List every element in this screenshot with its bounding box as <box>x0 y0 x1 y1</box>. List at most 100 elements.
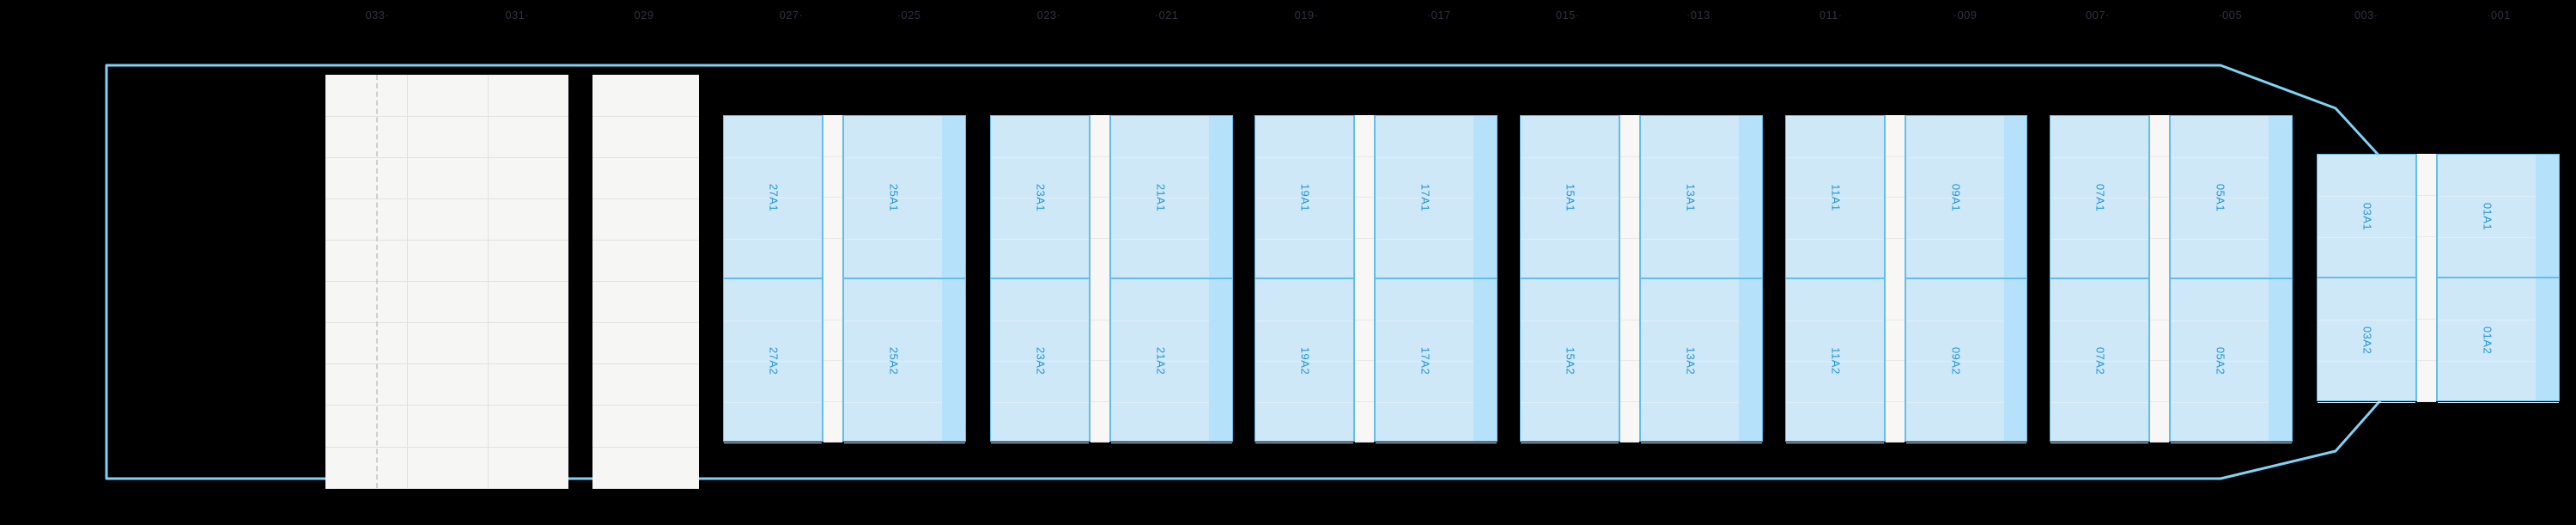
outboard-row-strip <box>2003 116 2027 278</box>
container-slot-row <box>1110 402 1232 444</box>
container-block-right-a1[interactable]: 21A1 <box>1109 115 1233 281</box>
container-slot-row <box>990 320 1089 363</box>
container-block-left-a2[interactable]: 15A2 <box>1520 278 1619 444</box>
container-slot-row <box>990 279 1089 321</box>
container-label: 13A2 <box>1684 347 1698 375</box>
container-block-left-a1[interactable]: 03A1 <box>2316 154 2416 280</box>
container-block-right-a2[interactable]: 17A2 <box>1375 278 1498 444</box>
container-block-left-a2[interactable]: 07A2 <box>2050 278 2150 444</box>
hatch-gap-row <box>823 320 843 362</box>
hatch-gap-row <box>2150 156 2170 198</box>
hatch-gap-row <box>1885 320 1905 362</box>
outboard-row-strip <box>2269 116 2292 278</box>
container-label: 25A2 <box>887 347 901 375</box>
container-block-left-a1[interactable]: 07A1 <box>2050 115 2150 281</box>
container-block-left-a1[interactable]: 11A1 <box>1784 115 1885 281</box>
container-slot-row <box>1785 279 1884 321</box>
empty-slot-column-divider <box>487 74 489 488</box>
container-block-left-a1[interactable]: 23A1 <box>989 115 1090 281</box>
hatch-gap-row <box>1355 197 1375 239</box>
container-slot-row <box>2050 361 2149 403</box>
empty-slot-row <box>325 240 569 283</box>
container-block-left-a2[interactable]: 19A2 <box>1255 278 1355 444</box>
hatch-gap <box>1884 115 1905 280</box>
container-block-right-a1[interactable]: 25A1 <box>843 115 966 281</box>
hatch-gap-row <box>1885 197 1905 239</box>
container-label: 09A1 <box>1949 183 1963 212</box>
container-block-right-a2[interactable]: 13A2 <box>1640 278 1763 444</box>
container-slot-row <box>2317 361 2415 404</box>
container-block-right-a1[interactable]: 01A1 <box>2436 154 2560 280</box>
empty-slot-row <box>325 322 569 365</box>
container-block-right-a2[interactable]: 25A2 <box>843 278 966 444</box>
container-slot-row <box>2050 157 2149 199</box>
container-label: 11A1 <box>1829 184 1843 211</box>
container-block-right-a1[interactable]: 13A1 <box>1640 115 1763 281</box>
hatch-gap-row <box>2150 360 2170 402</box>
container-block-right-a1[interactable]: 17A1 <box>1375 115 1498 281</box>
container-slot-row <box>2050 320 2149 363</box>
empty-slot-row <box>325 281 569 324</box>
container-block-left-a1[interactable]: 15A1 <box>1520 115 1619 281</box>
hatch-gap-row <box>2150 238 2170 280</box>
container-slot-row <box>1521 239 1619 281</box>
hatch-gap <box>823 278 844 443</box>
container-block-left-a2[interactable]: 03A2 <box>2316 278 2416 404</box>
hatch-gap <box>1354 278 1376 443</box>
container-label: 19A1 <box>1298 183 1312 212</box>
bay-tick-019: 019· <box>1294 9 1319 21</box>
container-slot-row <box>2171 361 2292 403</box>
container-slot-row <box>724 116 823 158</box>
container-slot-row <box>1905 116 2027 158</box>
hatch-gap-row <box>1355 156 1375 198</box>
container-label: 15A2 <box>1564 347 1577 375</box>
hold-block-033-031[interactable] <box>325 74 569 489</box>
container-block-right-a1[interactable]: 05A1 <box>2170 115 2293 281</box>
container-block-right-a2[interactable]: 21A2 <box>1109 278 1233 444</box>
container-block-left-a2[interactable]: 11A2 <box>1784 278 1885 444</box>
container-block-left-a1[interactable]: 19A1 <box>1255 115 1355 281</box>
container-block-left-a2[interactable]: 23A2 <box>989 278 1090 444</box>
outboard-row-strip <box>1738 116 1762 278</box>
centerline-marker <box>375 74 378 488</box>
hatch-gap-row <box>1619 156 1639 198</box>
container-block-right-a2[interactable]: 09A2 <box>1905 278 2028 444</box>
container-slot-row <box>2171 116 2292 158</box>
hold-block-029[interactable] <box>592 74 700 489</box>
container-slot-row <box>724 279 823 321</box>
container-block-left-a1[interactable]: 27A1 <box>723 115 823 281</box>
hatch-gap-row <box>2416 278 2436 320</box>
container-slot-row <box>724 239 823 281</box>
bay-tick-027: 027· <box>779 9 804 21</box>
container-slot-row <box>2171 198 2292 240</box>
container-block-left-a2[interactable]: 27A2 <box>723 278 823 444</box>
hatch-gap-row <box>1619 197 1639 239</box>
outboard-row-strip <box>2535 155 2559 278</box>
container-slot-row <box>2171 402 2292 444</box>
container-block-right-a1[interactable]: 09A1 <box>1905 115 2028 281</box>
hatch-gap-row <box>1090 238 1109 280</box>
container-block-right-a2[interactable]: 01A2 <box>2436 278 2560 404</box>
empty-slot-row <box>592 281 700 324</box>
container-block-right-a2[interactable]: 05A2 <box>2170 278 2293 444</box>
empty-slot-row <box>592 405 700 448</box>
bay-tick-005: ·005 <box>2218 9 2242 21</box>
empty-slot-row <box>325 75 569 117</box>
hatch-gap-row <box>1090 401 1109 443</box>
container-slot-row <box>990 239 1089 281</box>
container-slot-row <box>2317 320 2415 363</box>
bay-tick-001: ·001 <box>2487 9 2511 21</box>
container-label: 23A1 <box>1034 183 1048 212</box>
container-slot-row <box>724 157 823 199</box>
container-label: 03A1 <box>2360 203 2374 231</box>
container-slot-row <box>990 116 1089 158</box>
bay-tick-003: 003· <box>2354 9 2379 21</box>
bay-tick-033: 033· <box>365 9 390 21</box>
